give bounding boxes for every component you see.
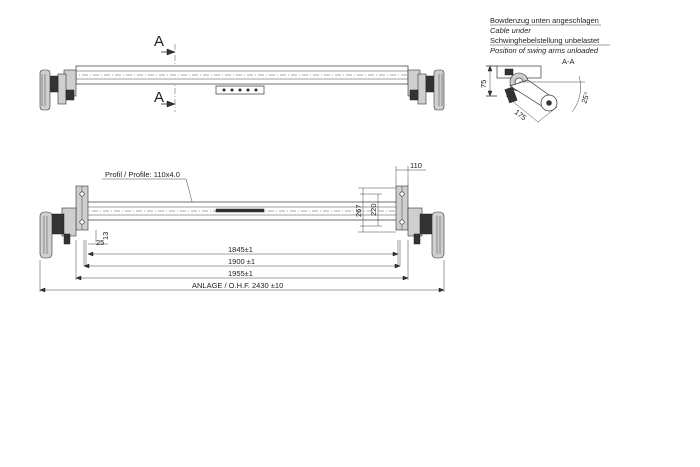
- section-title: A-A: [562, 57, 575, 66]
- note-cable-en: Cable under: [490, 26, 531, 35]
- front-view: Profil / Profile: 110x4.0: [39, 161, 445, 293]
- dim-profile: Profil / Profile: 110x4.0: [105, 170, 180, 179]
- dim-1845: 1845±1: [228, 245, 253, 254]
- section-arrowhead-top: [166, 48, 176, 56]
- center-plate-front: [215, 208, 265, 213]
- right-brake-drum-front: [431, 211, 445, 259]
- note-swing-de: Schwinghebelstellung unbelastet: [490, 36, 600, 45]
- section-view-aa: Bowdenzug unten angeschlagen Cable under…: [479, 16, 610, 122]
- dim-bracket-110: 110: [410, 161, 422, 170]
- left-brake-drum-front: [39, 211, 53, 259]
- left-hub-top: [57, 73, 67, 105]
- dim-overall: ANLAGE / O.H.F. 2430 ±10: [192, 281, 283, 290]
- dim-height-267: 267: [354, 204, 363, 217]
- dim-arm-length: 175: [513, 107, 528, 122]
- dim-1900: 1900 ±1: [228, 257, 255, 266]
- dim-1955: 1955±1: [228, 269, 253, 278]
- dim-height-220: 220: [369, 203, 378, 216]
- dim-side-height: 75: [479, 80, 488, 88]
- dim-arm-angle: 25°: [579, 91, 591, 105]
- section-marker-top: A: [154, 33, 164, 50]
- section-arrowhead-bottom: [166, 100, 176, 108]
- dim-25: 25: [96, 238, 104, 247]
- right-hub-top: [417, 73, 427, 105]
- section-marker-bottom: A: [154, 89, 164, 106]
- top-view: A A: [39, 33, 445, 112]
- note-cable-de: Bowdenzug unten angeschlagen: [490, 16, 599, 25]
- note-swing-en: Position of swing arms unloaded: [490, 46, 599, 55]
- dim-13: 13: [101, 232, 110, 240]
